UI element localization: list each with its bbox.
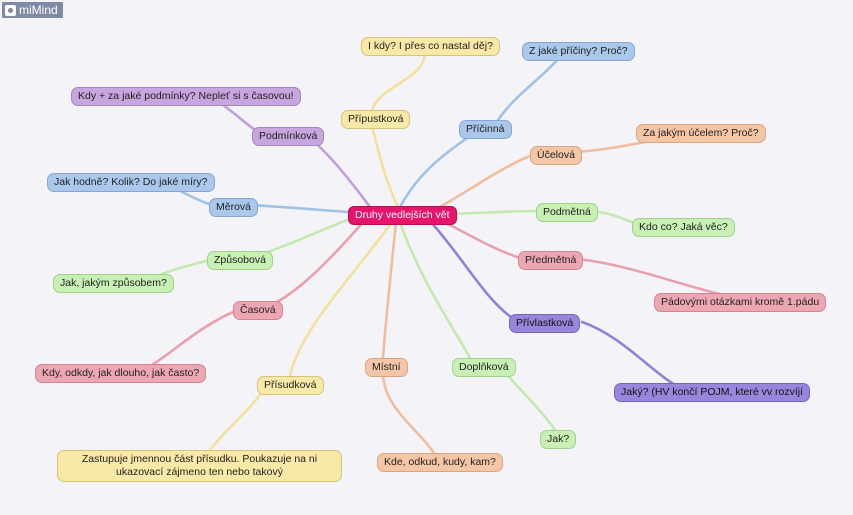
branch-predmetna[interactable]: Předmětná — [518, 251, 584, 270]
branch-zpusobova[interactable]: Způsobová — [207, 251, 273, 270]
branch-doplnkova[interactable]: Doplňková — [452, 358, 516, 377]
question-prisudkova[interactable]: Zastupuje jmennou část přísudku. Poukazu… — [57, 450, 342, 482]
edge-center-zpusobova — [260, 215, 357, 256]
edge-mistni-question — [381, 373, 437, 457]
question-merova[interactable]: Jak hodně? Kolik? Do jaké míry? — [47, 173, 215, 192]
edge-center-ucelova — [438, 152, 537, 209]
branch-podminkova[interactable]: Podmínková — [252, 127, 325, 146]
edge-privlastkova-question — [580, 320, 677, 387]
edge-pricinna-question — [496, 55, 562, 122]
edge-prisudkova-question — [208, 390, 264, 452]
branch-ucelova[interactable]: Účelová — [530, 146, 582, 165]
branch-mistni[interactable]: Místní — [365, 358, 408, 377]
question-mistni[interactable]: Kde, odkud, kudy, kam? — [377, 453, 503, 472]
edge-center-pripustkova — [370, 124, 400, 209]
branch-podmetna[interactable]: Podmětná — [536, 203, 598, 222]
branch-merova[interactable]: Měrová — [209, 198, 259, 217]
app-logo[interactable]: miMind — [2, 2, 63, 18]
app-logo-text: miMind — [19, 3, 58, 17]
branch-prisudkova[interactable]: Přísudková — [257, 376, 324, 395]
edge-center-podminkova — [310, 138, 372, 209]
edge-center-pricinna — [398, 134, 472, 209]
edge-center-predmetna — [438, 218, 522, 260]
question-predmetna[interactable]: Pádovými otázkami kromě 1.pádu — [654, 293, 827, 312]
branch-pricinna[interactable]: Příčinná — [459, 120, 512, 139]
edge-center-merova — [248, 203, 350, 214]
edge-predmetna-question — [576, 257, 722, 296]
edge-center-doplnkova — [398, 220, 472, 360]
question-pripustkova[interactable]: I kdy? I přes co nastal děj? — [361, 37, 500, 56]
center-node[interactable]: Druhy vedlejších vět — [348, 206, 457, 225]
question-pricinna[interactable]: Z jaké příčiny? Proč? — [522, 42, 635, 61]
question-ucelova[interactable]: Za jakým účelem? Proč? — [636, 124, 766, 143]
edge-center-prisudkova — [288, 220, 394, 378]
question-zpusobova[interactable]: Jak, jakým způsobem? — [53, 274, 174, 293]
branch-pripustkova[interactable]: Přípustková — [341, 110, 411, 129]
branch-casova[interactable]: Časová — [233, 301, 283, 320]
mimind-logo-icon — [5, 4, 16, 16]
edge-center-privlastkova — [428, 219, 517, 322]
edge-pripustkova-question — [370, 50, 427, 112]
question-doplnkova[interactable]: Jak? — [540, 430, 577, 449]
edge-casova-question — [148, 308, 240, 368]
edge-center-mistni — [381, 220, 398, 360]
question-podminkova[interactable]: Kdy + za jaké podmínky? Nepleť si s časo… — [71, 87, 301, 106]
question-privlastkova[interactable]: Jaký? (HV končí POJM, které vv rozvíjí — [614, 383, 811, 402]
question-podmetna[interactable]: Kdo co? Jaká věc? — [632, 218, 735, 237]
edge-center-podmetna — [443, 209, 539, 216]
question-casova[interactable]: Kdy, odkdy, jak dlouho, jak často? — [35, 364, 207, 383]
branch-privlastkova[interactable]: Přívlastková — [509, 314, 581, 333]
edge-center-casova — [273, 218, 367, 305]
